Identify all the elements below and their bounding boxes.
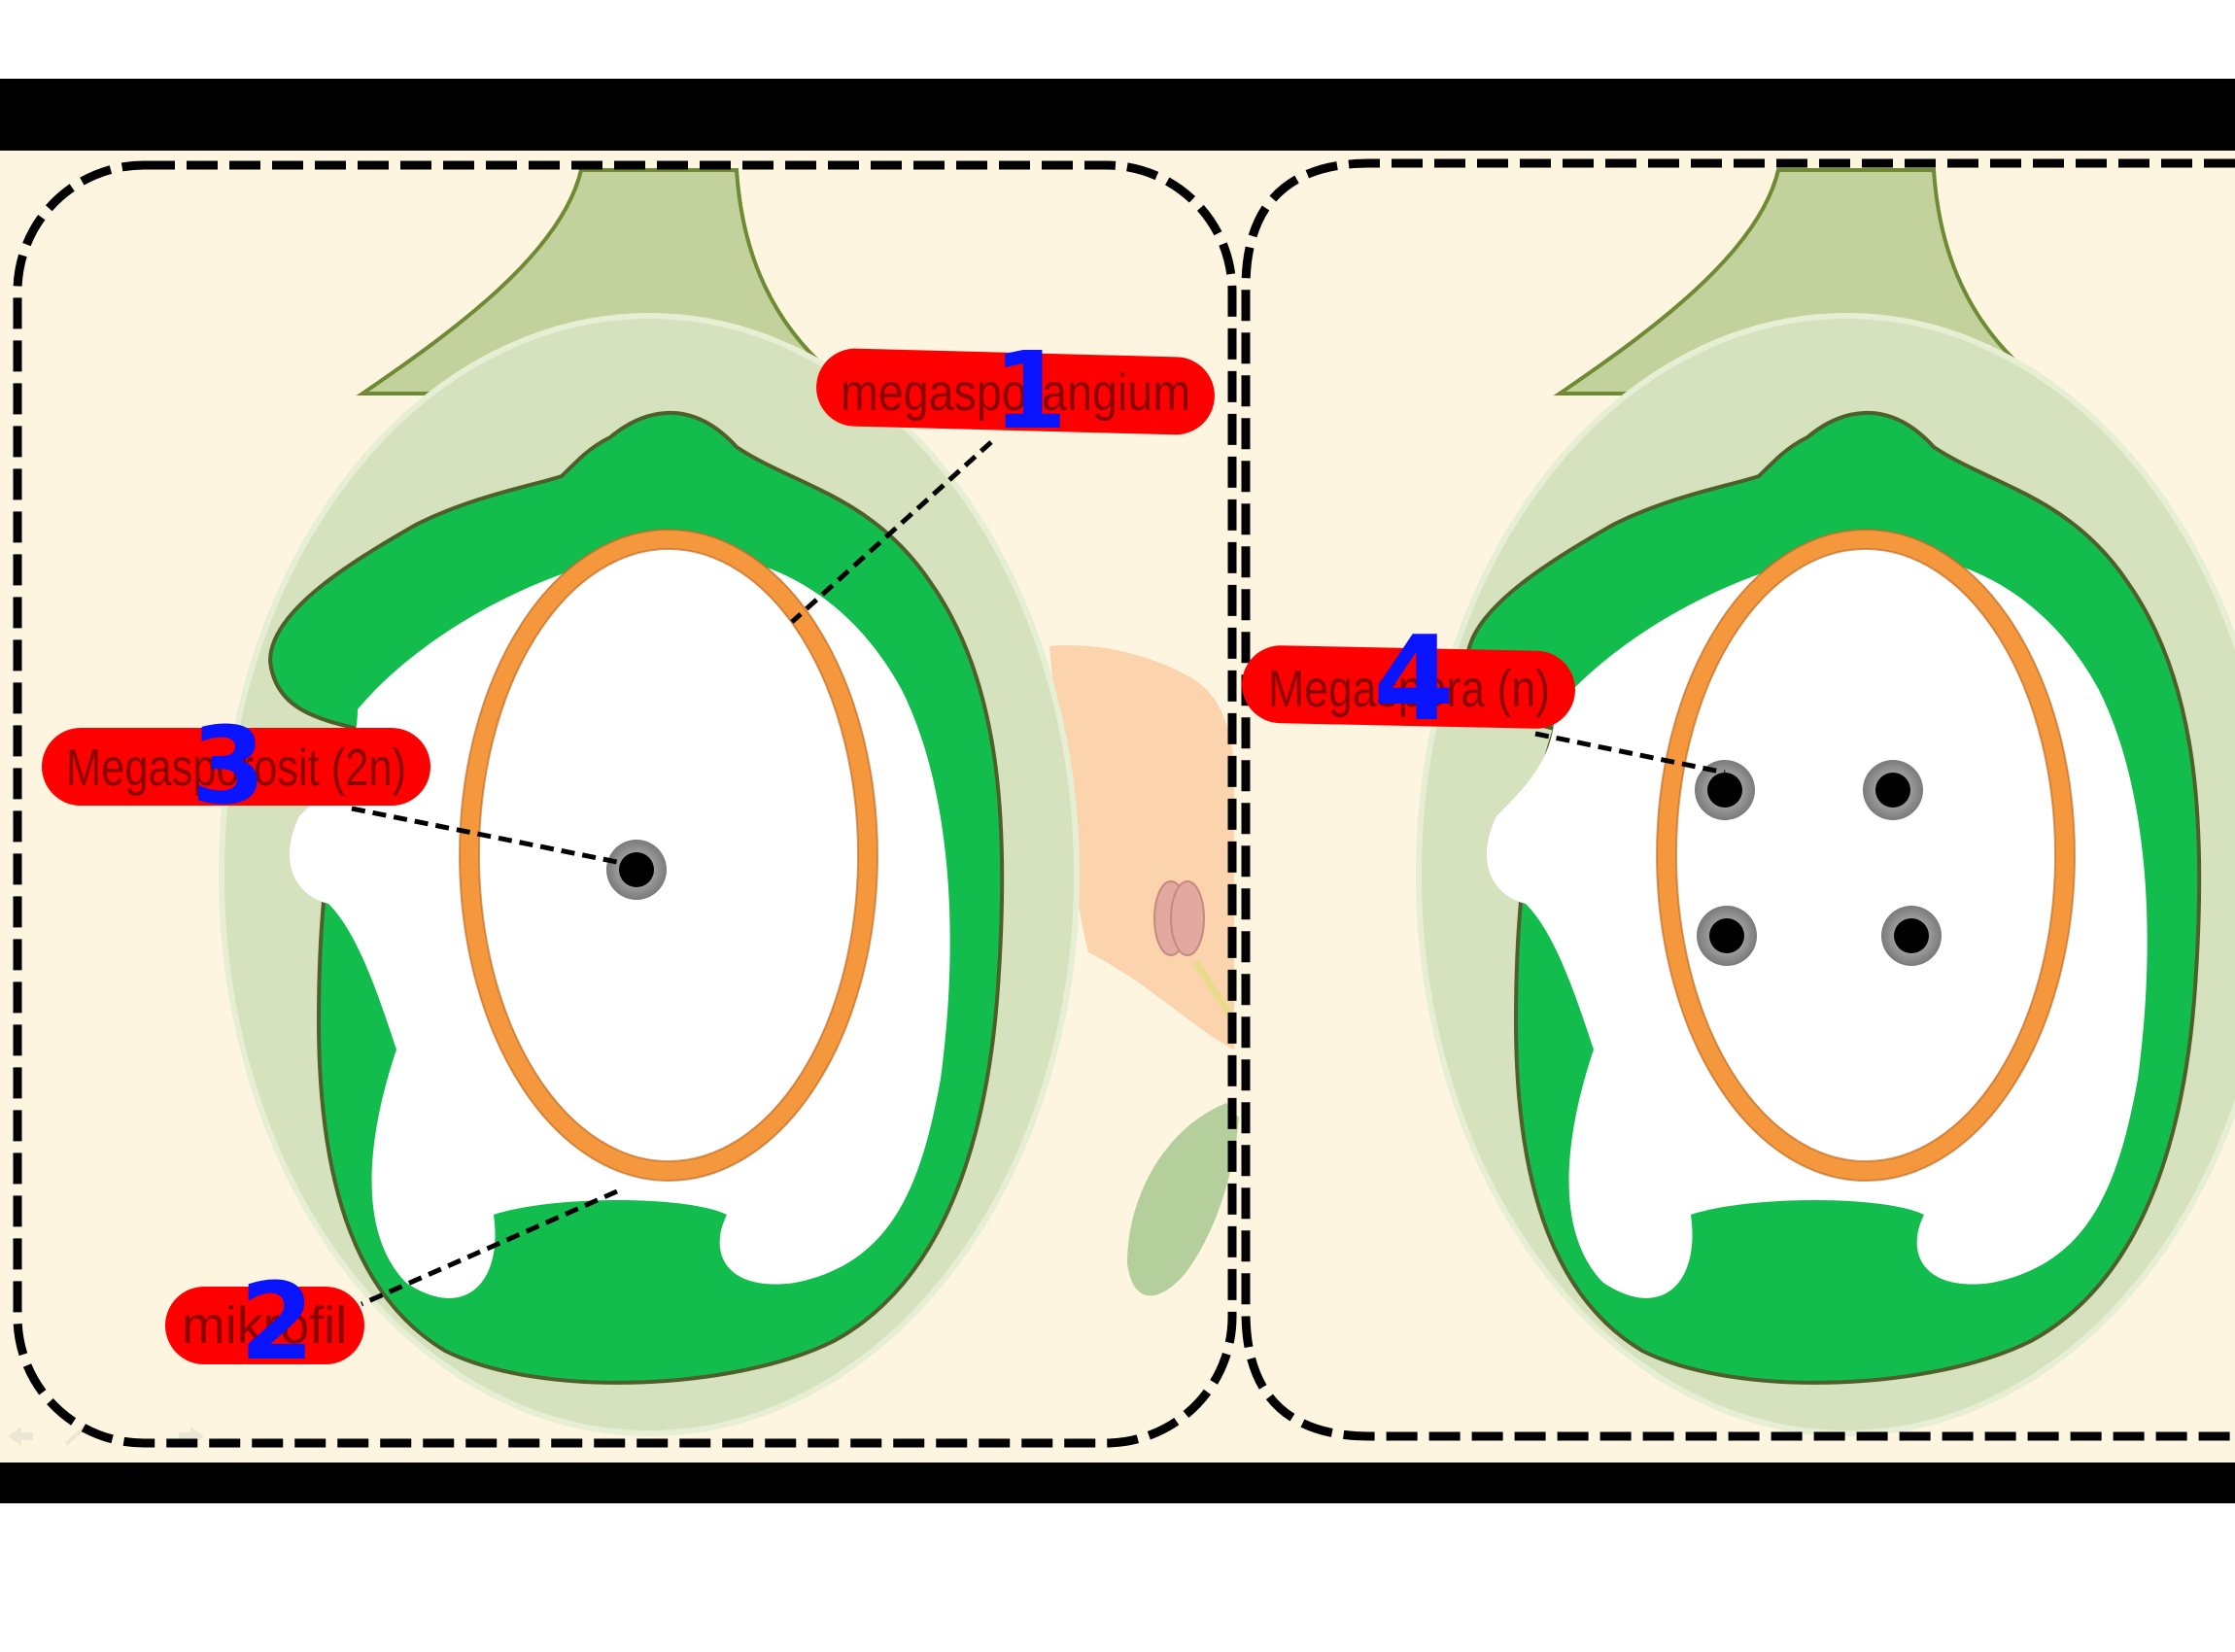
callout-number-3: 3 [191,704,266,828]
forward-arrow-icon [179,1427,204,1446]
nucleus-core [1894,918,1929,953]
leader-line-3 [351,806,623,866]
redaction-pill-1 [816,348,1215,435]
callout-2: mikrofil 2 [165,1259,364,1384]
bottom-black-bar [0,1463,2235,1503]
leaf-shape [1127,1103,1239,1296]
callout-4: Megaspora (n) 4 [1242,612,1575,747]
anther-icon [1153,880,1237,1022]
nucleus-right-4 [1881,906,1942,966]
leader-line-2 [360,1188,619,1307]
redaction-pill-2 [165,1287,364,1364]
redaction-pill-3 [42,728,430,806]
slide-nav-icons [8,1425,204,1446]
leader-line-1 [790,440,993,624]
nucleus-core [1707,773,1742,808]
callout-number-1: 1 [993,328,1068,453]
pen-icon [64,1425,87,1446]
leader-line-4 [1534,731,1726,775]
right-panel-frame [1241,158,2235,1441]
callout-number-2: 2 [240,1259,315,1384]
top-black-bar [0,79,2235,151]
back-arrow-icon [8,1427,33,1446]
callout-label-4: Megaspora (n) [1268,660,1550,718]
left-panel-frame [13,160,1237,1448]
nucleus-core [619,852,654,887]
nucleus-core [1875,773,1910,808]
nucleus-right-2 [1863,760,1923,820]
callout-1: megasporangium 1 [816,328,1215,453]
callout-label-3: Megasporosit (2n) [66,739,406,797]
nucleus-right-1 [1695,760,1755,820]
nuclei-group [606,760,1942,966]
nucleus-right-3 [1697,906,1757,966]
nucleus-core [1709,918,1744,953]
callout-label-2: mikrofil [182,1296,347,1355]
callout-label-1: megasporangium [841,363,1190,422]
redaction-pill-4 [1242,645,1575,729]
nucleus-left-1 [606,840,667,900]
callout-3: Megasporosit (2n) 3 [42,704,430,828]
callout-number-4: 4 [1373,612,1455,747]
